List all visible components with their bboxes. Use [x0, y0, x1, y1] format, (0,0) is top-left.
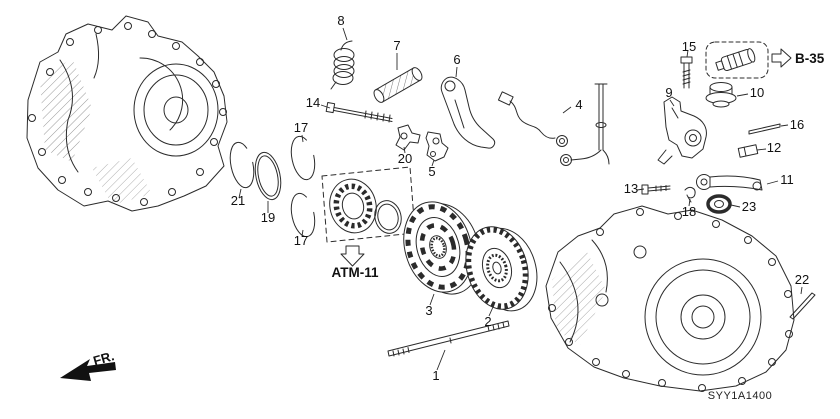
callout-19: 19 — [261, 210, 275, 225]
callout-20: 20 — [398, 151, 412, 166]
callout-2: 2 — [484, 314, 491, 329]
fr-label: FR. — [91, 348, 115, 368]
fr-direction: FR. — [60, 348, 116, 381]
part-12-roller — [737, 144, 759, 158]
transmission-case-drawing — [545, 205, 795, 392]
part-6-arm — [440, 76, 496, 149]
callout-4: 4 — [575, 97, 582, 112]
part-11-lever — [696, 174, 763, 191]
part-23-grommet — [706, 194, 732, 214]
callout-7: 7 — [393, 38, 400, 53]
callout-6: 6 — [453, 52, 460, 67]
part-17-snap-ring-bottom — [290, 192, 316, 238]
atm11-arrow-icon — [340, 245, 365, 267]
part-9-bracket — [657, 96, 707, 165]
leader-lines — [238, 27, 803, 371]
b35-arrow-icon — [771, 48, 792, 68]
callout-13: 13 — [624, 181, 638, 196]
ref-label-atm11: ATM-11 — [331, 265, 378, 280]
part-13-bolt — [641, 184, 671, 195]
callout-9: 9 — [665, 85, 672, 100]
callout-1: 1 — [432, 368, 439, 383]
part-22-rod — [789, 292, 816, 320]
callout-17-top: 17 — [294, 120, 308, 135]
callout-3: 3 — [425, 303, 432, 318]
callout-16: 16 — [790, 117, 804, 132]
callout-23: 23 — [742, 199, 756, 214]
callout-18: 18 — [682, 204, 696, 219]
callouts: 8 7 6 14 17 20 5 4 15 9 10 16 12 11 13 1… — [231, 13, 809, 383]
part-20-plate — [395, 124, 421, 151]
callout-12: 12 — [767, 140, 781, 155]
engine-case-drawing — [26, 15, 228, 212]
part-1-shaft — [387, 320, 510, 357]
part-3-clutch — [403, 201, 481, 295]
part-8-spring — [330, 40, 355, 90]
callout-11: 11 — [780, 172, 794, 187]
callout-17-bottom: 17 — [294, 233, 308, 248]
callout-5: 5 — [428, 164, 435, 179]
diagram-code: SYY1A1400 — [708, 390, 772, 402]
callout-22: 22 — [795, 272, 809, 287]
part-5-bracket — [425, 131, 449, 162]
part-7-roller — [373, 67, 423, 103]
part-21-snap-ring — [229, 141, 255, 189]
part-2-gear — [465, 226, 538, 312]
part-16-pin — [748, 123, 781, 135]
callout-15: 15 — [682, 39, 696, 54]
callout-10: 10 — [750, 85, 764, 100]
ref-part-b35 — [705, 41, 792, 79]
callout-8: 8 — [337, 13, 344, 28]
callout-14: 14 — [306, 95, 320, 110]
fr-arrow-icon — [60, 359, 116, 381]
part-17-snap-ring-top — [290, 135, 316, 181]
part-14-bolt — [325, 102, 393, 123]
bearing-set-atm11 — [321, 166, 416, 267]
part-10-cap — [705, 82, 737, 108]
ref-label-b35: B-35 — [795, 51, 825, 66]
part-19-ring — [254, 151, 282, 201]
part-15-bolt — [680, 56, 693, 89]
part-4-wire-and-shaft — [497, 83, 610, 166]
callout-21: 21 — [231, 193, 245, 208]
